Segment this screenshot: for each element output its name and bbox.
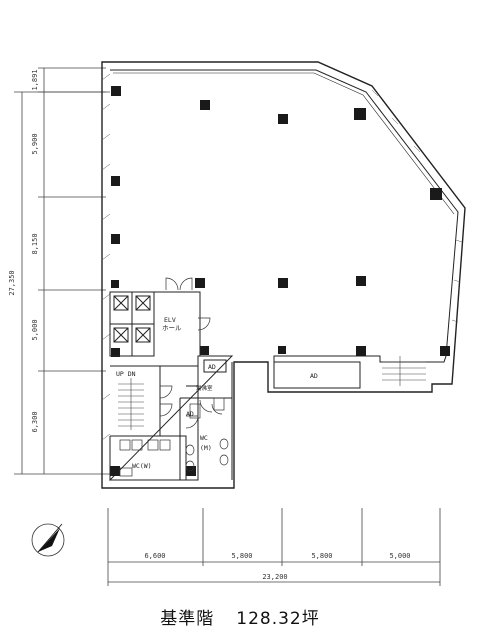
bottom-dimension-4: 5,000 (389, 552, 410, 560)
bottom-dimension-line (107, 508, 441, 586)
wc-men-label-2: (M) (200, 444, 212, 452)
bottom-dimension-3: 5,800 (311, 552, 332, 560)
pantry-label: 湯沸室 (196, 384, 213, 392)
left-total-dimension: 27,350 (8, 270, 16, 295)
up-dn-label: UP DN (116, 370, 136, 378)
left-dimension-3: 8,150 (31, 233, 39, 254)
left-dimension-line (14, 67, 110, 475)
ad-shaft-right (273, 361, 361, 389)
stair-treads (118, 356, 426, 430)
left-dimension-1: 1,891 (31, 69, 39, 90)
bottom-dimension-2: 5,800 (231, 552, 252, 560)
bottom-total-dimension: 23,200 (262, 573, 287, 581)
floor-caption: 基準階 128.32坪 (0, 604, 480, 629)
ad-right-label: AD (310, 372, 318, 380)
left-dimension-5: 6,300 (31, 411, 39, 432)
floor-name: 基準階 (160, 609, 215, 629)
structural-columns (110, 86, 450, 476)
elv-hall-label-2: ホール (162, 324, 182, 332)
left-dimension-2: 5,900 (31, 133, 39, 154)
floor-area: 128.32坪 (236, 609, 320, 629)
ad-small-label-1: AD (208, 363, 216, 371)
ad-small-label-2: AD (186, 410, 194, 418)
wc-women-label: WC(W) (132, 462, 152, 470)
sanitary-fixtures (119, 397, 229, 477)
elv-hall-label: ELV (164, 316, 176, 324)
core-walls (109, 291, 233, 480)
north-arrow-icon (31, 523, 65, 557)
wall-hatching (101, 73, 463, 441)
bottom-dimension-1: 6,600 (144, 552, 165, 560)
door-swings (159, 277, 223, 429)
wc-men-label: WC (200, 434, 208, 442)
exterior-walls (101, 61, 466, 489)
left-dimension-4: 5,000 (31, 319, 39, 340)
